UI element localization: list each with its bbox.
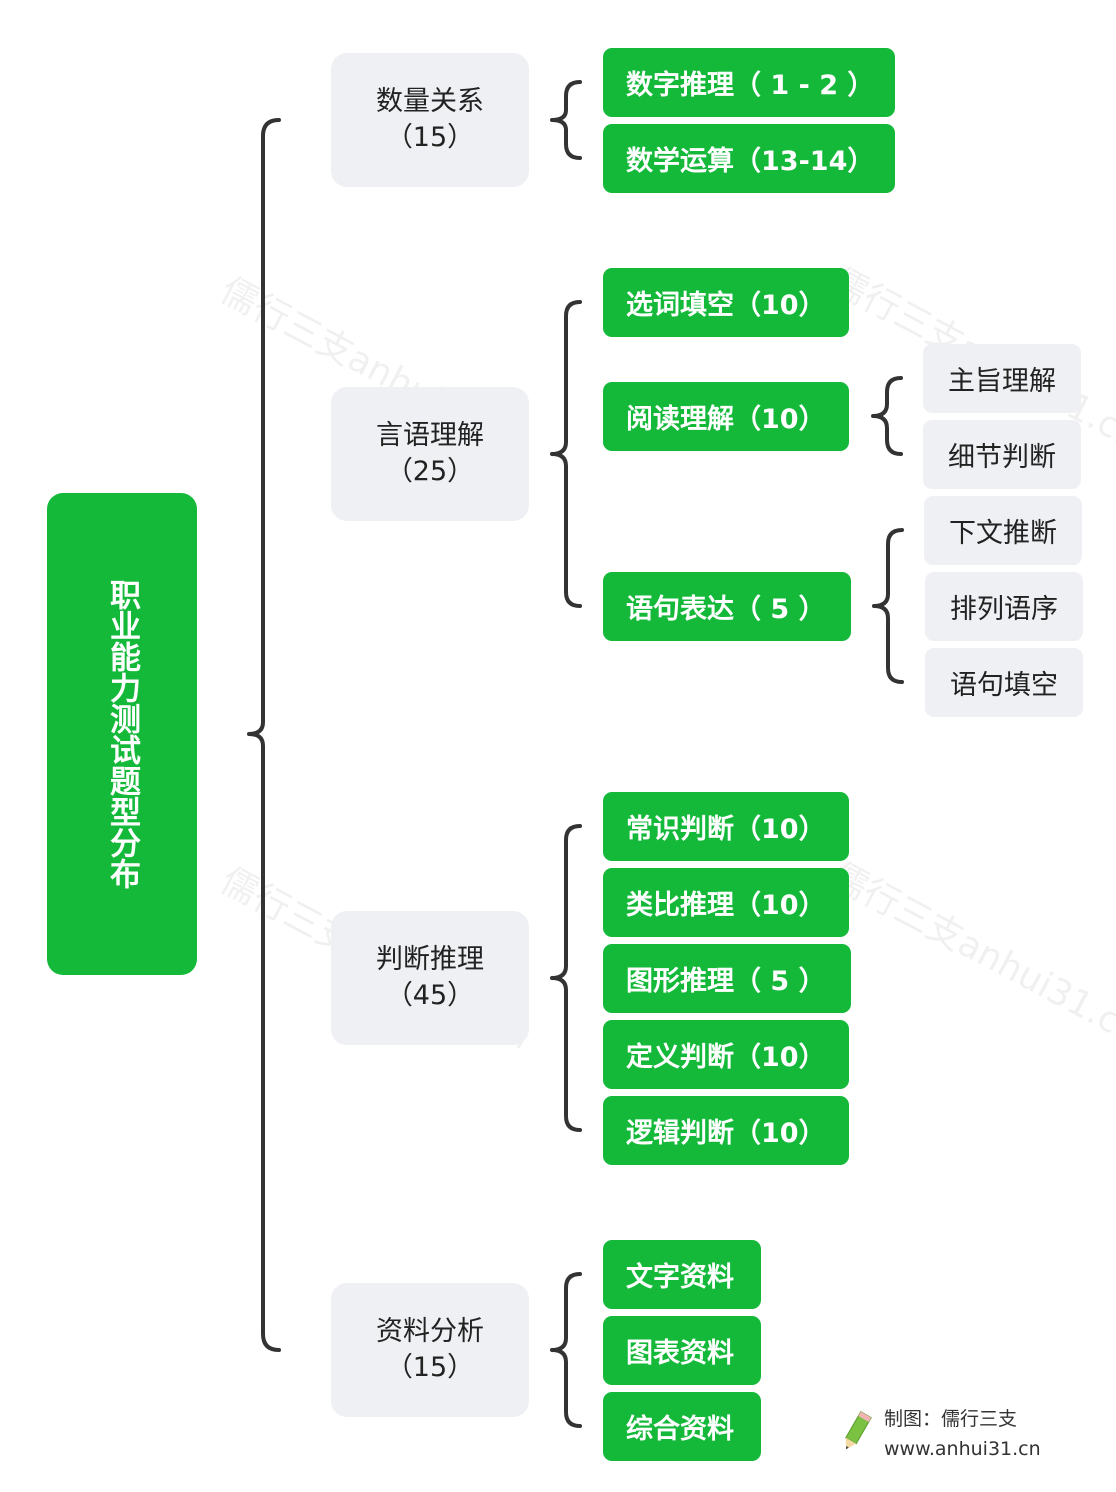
item-word-fill: 选词填空（10） [603,268,849,337]
sub-following-inference: 下文推断 [924,496,1082,565]
sub-sentence-order: 排列语序 [925,572,1083,641]
item-logic: 逻辑判断（10） [603,1096,849,1165]
verbal-brace [550,300,582,608]
item-analogy: 类比推理（10） [603,868,849,937]
category-judgment: 判断推理 （45） [331,911,529,1045]
category-count: （15） [385,122,475,153]
item-reading: 阅读理解（10） [603,382,849,451]
item-sentence-expression: 语句表达（ 5 ） [603,572,851,641]
credit-author: 制图：儒行三支 [884,1408,1018,1430]
category-name: 资料分析 [376,1316,484,1347]
category-verbal: 言语理解 （25） [331,387,529,521]
pencil-icon [845,1410,872,1450]
category-count: （45） [385,980,475,1011]
category-name: 判断推理 [376,944,484,975]
root-title: 职业能力测试题型分布 [104,579,140,889]
category-count: （15） [385,1352,475,1383]
item-graphic: 图形推理（ 5 ） [603,944,851,1013]
category-name: 言语理解 [376,420,484,451]
item-combined-data: 综合资料 [603,1392,761,1461]
category-quantity: 数量关系 （15） [331,53,529,187]
credit-website: www.anhui31.cn [884,1438,1041,1460]
item-math-operation: 数学运算（13-14） [603,124,895,193]
category-name: 数量关系 [376,86,484,117]
reading-brace [871,376,903,456]
item-chart-data: 图表资料 [603,1316,761,1385]
item-number-reasoning: 数字推理（ 1 - 2 ） [603,48,895,117]
credit: 制图：儒行三支 www.anhui31.cn [884,1404,1041,1464]
category-data-analysis: 资料分析 （15） [331,1283,529,1417]
sub-detail-judgment: 细节判断 [923,420,1081,489]
sub-main-idea: 主旨理解 [923,344,1081,413]
quantity-brace [550,80,582,160]
main-brace [247,118,281,1352]
sub-sentence-fill: 语句填空 [925,648,1083,717]
item-common-sense: 常识判断（10） [603,792,849,861]
data-brace [550,1272,582,1428]
expression-brace [872,528,904,684]
judgment-brace [550,824,582,1132]
category-count: （25） [385,456,475,487]
item-definition: 定义判断（10） [603,1020,849,1089]
root-node: 职业能力测试题型分布 [47,493,197,975]
item-text-data: 文字资料 [603,1240,761,1309]
